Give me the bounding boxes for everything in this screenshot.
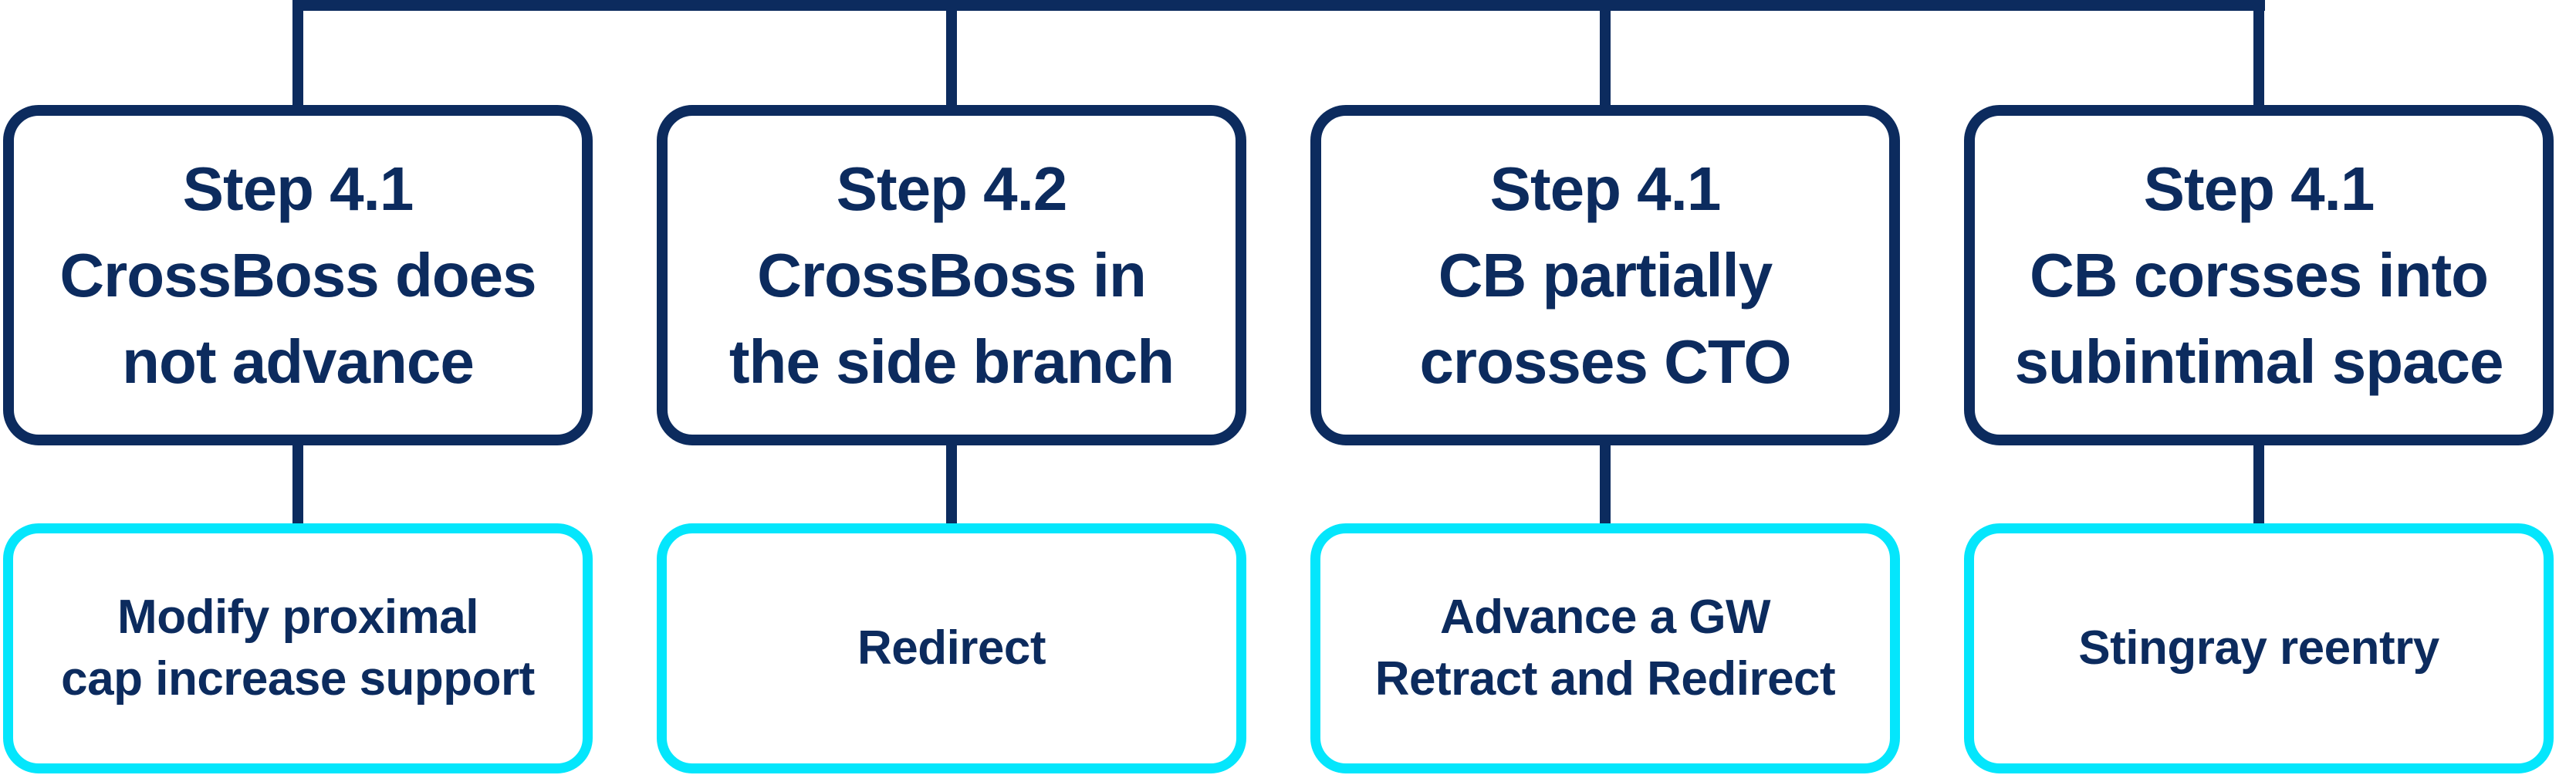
connector-down-2 [946,10,957,106]
step-box-line: not advance [122,327,475,396]
action-box-line: Redirect [857,621,1046,675]
action-box-line: Retract and Redirect [1374,652,1836,706]
connector-step-to-action-3 [1600,445,1611,524]
action-box-4: Stingray reentry [1964,523,2554,773]
action-box-2: Redirect [657,523,1246,773]
connector-step-to-action-2 [946,445,957,524]
action-box-line: Modify proximal [117,591,478,644]
step-box-3: Step 4.1 CB partially crosses CTO [1310,105,1900,445]
action-box-line: Stingray reentry [2078,621,2439,675]
connector-step-to-action-4 [2253,445,2264,524]
step-box-line: CrossBoss does [59,240,536,310]
step-box-line: CB partially [1438,240,1773,310]
step-box-4: Step 4.1 CB corsses into subintimal spac… [1964,105,2554,445]
connector-down-3 [1600,10,1611,106]
step-box-line: subintimal space [2014,327,2503,396]
step-box-line: Step 4.1 [1489,154,1722,223]
step-box-line: Step 4.1 [2143,154,2375,223]
step-box-line: the side branch [729,327,1175,396]
connector-down-1 [292,10,303,106]
action-box-line: Advance a GW [1439,591,1771,644]
flow-column-1: Step 4.1 CrossBoss does not advance Modi… [3,0,593,775]
step-box-line: CB corsses into [2029,240,2489,310]
connector-bar-top [292,0,2265,11]
step-box-2: Step 4.2 CrossBoss in the side branch [657,105,1246,445]
action-box-line: cap increase support [61,652,535,706]
connector-down-4 [2253,10,2264,106]
action-box-3: Advance a GW Retract and Redirect [1310,523,1900,773]
step-box-line: Step 4.2 [836,154,1068,223]
step-box-line: crosses CTO [1419,327,1791,396]
action-box-1: Modify proximal cap increase support [3,523,593,773]
flow-column-2: Step 4.2 CrossBoss in the side branch Re… [657,0,1246,775]
flow-column-4: Step 4.1 CB corsses into subintimal spac… [1964,0,2554,775]
connector-step-to-action-1 [292,445,303,524]
step-box-line: Step 4.1 [182,154,414,223]
step-box-1: Step 4.1 CrossBoss does not advance [3,105,593,445]
step-box-line: CrossBoss in [757,240,1147,310]
flow-column-3: Step 4.1 CB partially crosses CTO Advanc… [1310,0,1900,775]
